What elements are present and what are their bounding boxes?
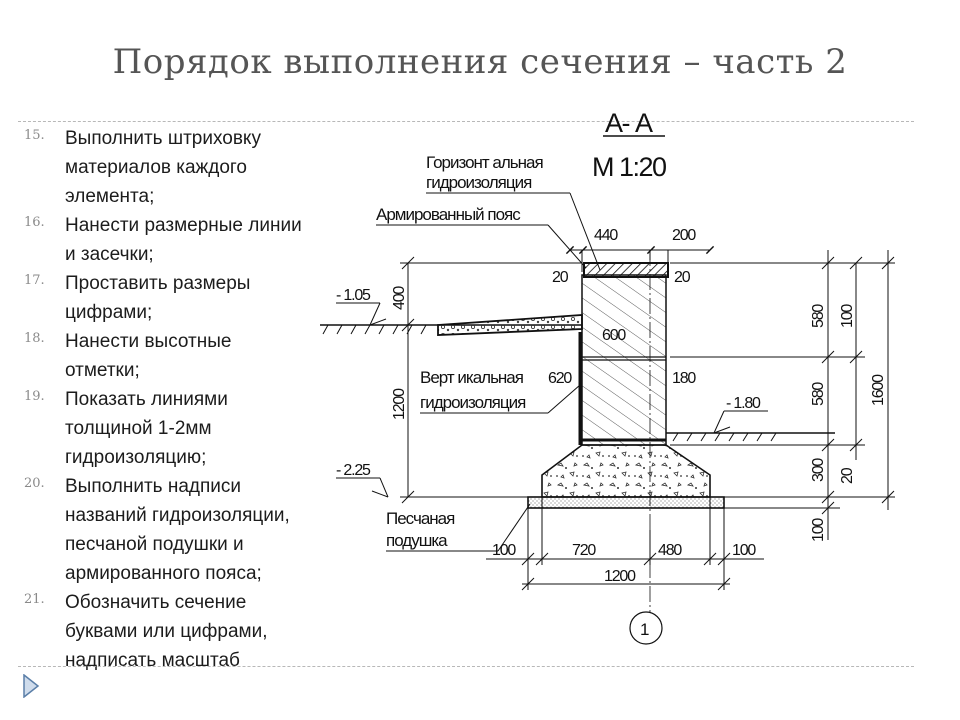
scale-label: М 1:20 (592, 152, 666, 182)
step-text: Выполнить надписи (65, 476, 242, 497)
dim-580-upper: 580 (810, 304, 827, 328)
blind-area (437, 314, 583, 336)
dim-bottom-100-right: 100 (732, 542, 756, 559)
dim-300: 300 (810, 458, 827, 482)
axis-marker-number: 1 (640, 620, 649, 639)
level-mark-footing-base (336, 477, 389, 498)
step-text: названий гидроизоляции, (65, 505, 290, 526)
step-text: и засечки; (65, 244, 154, 265)
step-item: 18. Нанести высотные отметки; (24, 327, 354, 385)
step-text: элемента; (65, 186, 155, 207)
level-ground-right: - 1.80 (726, 395, 761, 412)
step-text: Выполнить штриховку (65, 128, 261, 149)
step-number: 15. (24, 128, 45, 143)
dim-bottom-100-left: 100 (492, 542, 516, 559)
reinforced-belt-label: Армированный пояс (376, 205, 521, 224)
dim-100-upper: 100 (839, 304, 856, 328)
dim-100-lower: 100 (810, 518, 827, 542)
horizontal-waterproofing-label-line1: Горизонт альная (426, 153, 544, 172)
step-text: Проставить размеры (65, 273, 251, 294)
level-ground-left: - 1.05 (336, 287, 371, 304)
sand-cushion-label-line2: подушка (386, 531, 448, 550)
level-mark-ground-right (713, 410, 768, 434)
reinforced-belt (583, 262, 669, 278)
step-number: 19. (24, 389, 45, 404)
step-number: 16. (24, 215, 45, 230)
step-item: 15. Выполнить штриховку материалов каждого… (24, 124, 354, 211)
dim-720: 720 (572, 542, 596, 559)
step-text: гидроизоляцию; (65, 447, 207, 468)
step-number: 20. (24, 476, 45, 491)
step-text: Обозначить сечение (65, 592, 247, 613)
right-dimension (670, 250, 895, 540)
step-list: 15. Выполнить штриховку материалов каждого… (24, 124, 354, 675)
level-footing-base: - 2.25 (336, 462, 371, 479)
step-item: 16. Нанести размерные линии и засечки; (24, 211, 354, 269)
dim-left-1200: 1200 (391, 388, 408, 420)
axis-marker-circle (629, 611, 663, 645)
section-name: А- А (605, 108, 653, 138)
dim-480: 480 (658, 542, 682, 559)
bottom-dimension (486, 497, 764, 591)
step-text: надписать масштаб (65, 650, 240, 671)
step-item: 19. Показать линиями толщиной 1-2мм гидроиз… (24, 385, 354, 472)
step-item: 21. Обозначить сечение буквами или цифрами… (24, 588, 354, 675)
slide-title: Порядок выполнения сечения – часть 2 (112, 42, 848, 82)
dim-bottom-1200: 1200 (604, 568, 636, 585)
top-dimension (565, 245, 715, 272)
vertical-waterproofing-label-line2: гидроизоляция (420, 393, 526, 412)
bottom-divider (18, 666, 914, 667)
step-text: армированного пояса; (65, 563, 262, 584)
step-text: Нанести высотные (65, 331, 232, 352)
nav-arrow-icon[interactable] (22, 674, 40, 698)
dim-belt-right-20: 20 (674, 269, 691, 286)
step-number: 18. (24, 331, 45, 346)
dim-600: 600 (602, 327, 626, 344)
horizontal-waterproofing-label-line2: гидроизоляция (426, 173, 532, 192)
left-dimension (400, 256, 582, 504)
vertical-waterproofing-label-line1: Верт икальная (420, 368, 524, 387)
top-divider (18, 121, 914, 122)
concrete-footing (541, 444, 711, 498)
dim-580-lower: 580 (810, 382, 827, 406)
dim-400: 400 (391, 286, 408, 310)
step-text: песчаной подушки и (65, 534, 244, 555)
section-drawing: А- А М 1:20 1 440 200 20 20 600 620 18 (320, 108, 895, 645)
step-text: Показать линиями (65, 389, 228, 410)
step-number: 17. (24, 273, 45, 288)
step-item: 20. Выполнить надписи названий гидроизоляц… (24, 472, 354, 588)
sand-cushion-label-line1: Песчаная (386, 509, 455, 528)
step-number: 21. (24, 592, 45, 607)
dim-440: 440 (594, 227, 618, 244)
dim-620: 620 (548, 370, 572, 387)
step-text: буквами или цифрами, (65, 621, 268, 642)
dim-180: 180 (672, 370, 696, 387)
step-text: материалов каждого (65, 157, 247, 178)
step-text: отметки; (65, 360, 140, 381)
dim-belt-left-20: 20 (552, 269, 569, 286)
dim-200: 200 (672, 227, 696, 244)
step-item: 17. Проставить размеры цифрами; (24, 269, 354, 327)
sand-cushion (527, 496, 725, 509)
dim-right-20: 20 (839, 467, 856, 484)
dim-1600: 1600 (870, 374, 887, 406)
ground-right (666, 432, 835, 442)
step-text: Нанести размерные линии (65, 215, 302, 236)
step-text: цифрами; (65, 302, 153, 323)
level-mark-ground-left (336, 302, 387, 326)
step-text: толщиной 1-2мм (65, 418, 212, 439)
